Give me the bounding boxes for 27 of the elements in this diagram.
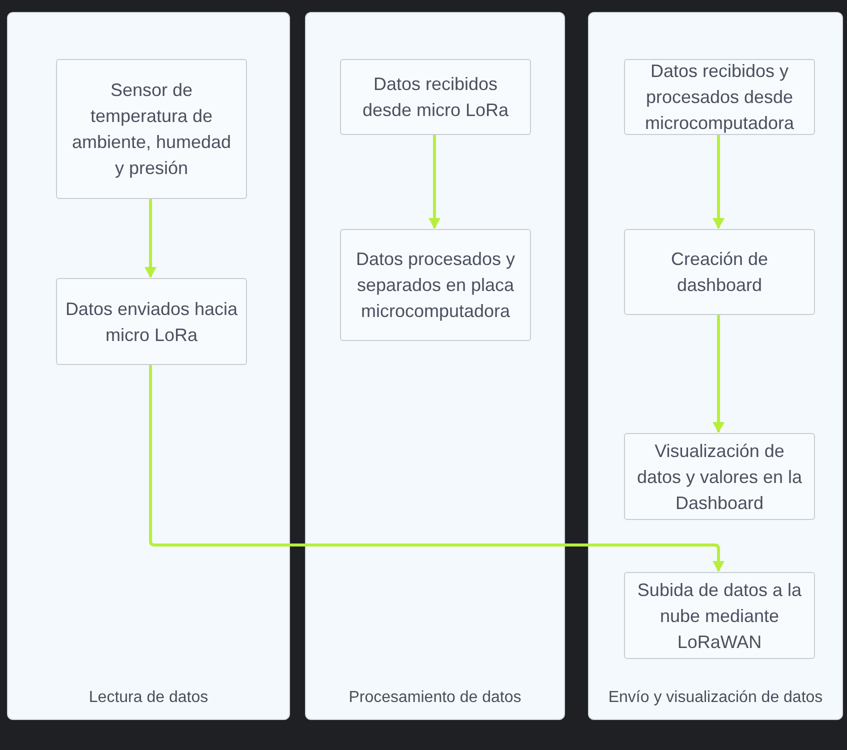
box-text: Visualización de datos y valores en la Dashboard bbox=[636, 440, 804, 514]
arrow bbox=[144, 198, 156, 278]
box-text: Subida de datos a la nube mediante LoRaWAN bbox=[636, 578, 803, 654]
box-text: Datos procesados y separados en placa microcomputadora bbox=[354, 248, 516, 323]
lane-label: Lectura de datos bbox=[88, 688, 210, 708]
box-text: Datos recibidos desde micro LoRa bbox=[361, 73, 510, 122]
arrow bbox=[712, 314, 724, 433]
arrow bbox=[712, 134, 724, 229]
process-box bbox=[340, 229, 531, 341]
swimlane-panel bbox=[588, 12, 843, 720]
box-text: Sensor de temperatura de ambiente, humedad y presión bbox=[70, 79, 232, 180]
process-box bbox=[624, 229, 815, 315]
lane-label: Procesamiento de datos bbox=[348, 688, 522, 708]
box-text: Datos recibidos y procesados desde microcomputadora bbox=[644, 60, 796, 135]
swimlane-panel bbox=[7, 12, 290, 720]
process-box bbox=[56, 278, 247, 365]
lane-label: Envío y visualización de datos bbox=[607, 688, 824, 708]
arrow bbox=[149, 364, 724, 572]
swimlane-panel bbox=[305, 12, 565, 720]
box-text: Datos enviados hacia micro LoRa bbox=[65, 298, 238, 346]
process-box bbox=[624, 59, 815, 135]
process-box bbox=[56, 59, 247, 199]
arrow bbox=[428, 134, 440, 229]
process-box bbox=[624, 433, 815, 520]
process-box bbox=[624, 572, 815, 659]
process-box bbox=[340, 59, 531, 135]
box-text: Creación de dashboard bbox=[670, 248, 770, 297]
